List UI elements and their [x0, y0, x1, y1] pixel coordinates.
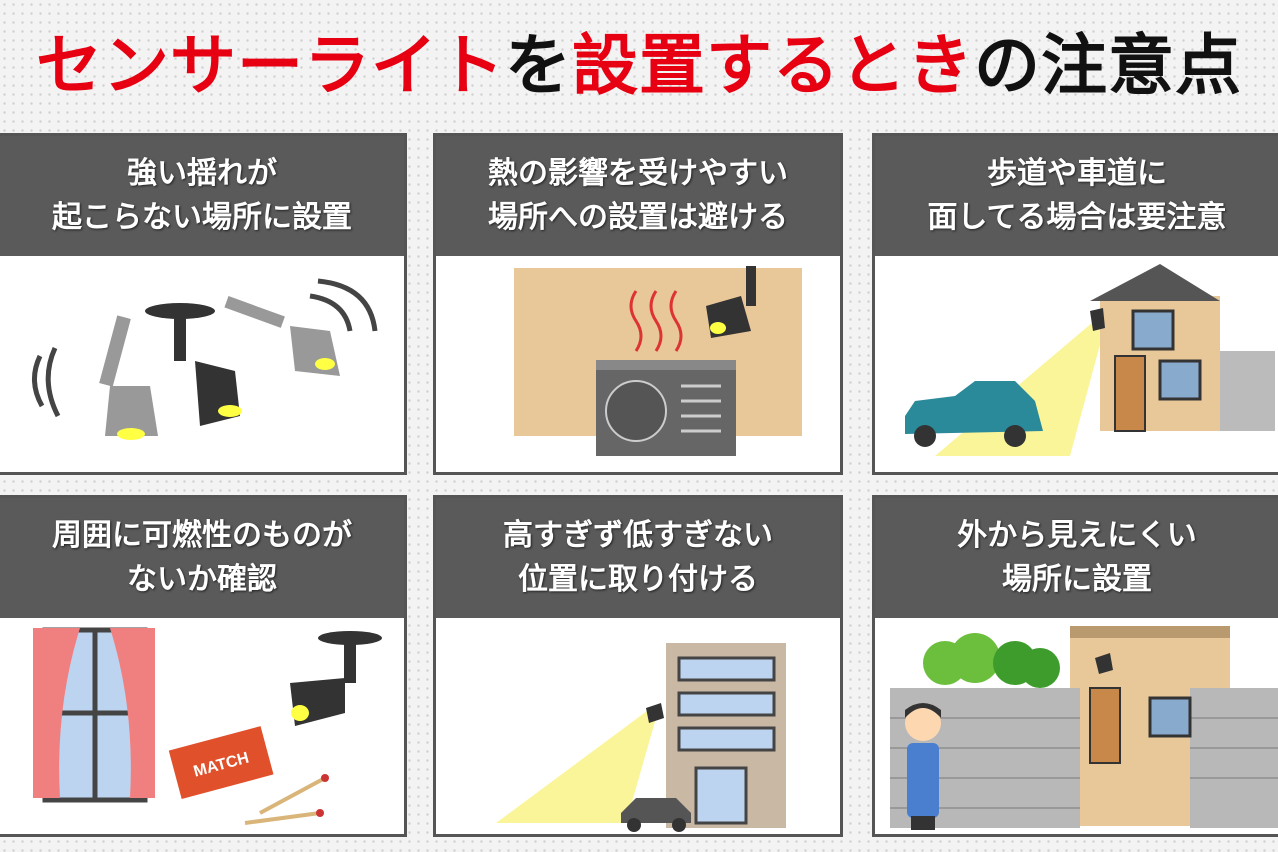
header-line: 場所に設置: [1002, 562, 1152, 597]
shaking-lights-illustration: [32, 278, 378, 440]
page-title: センサーライトを設置するときの注意点: [0, 12, 1278, 108]
header-line: 熱の影響を受けやすい: [488, 156, 788, 191]
header-line: 強い揺れが: [127, 156, 277, 191]
title-part: を: [505, 27, 572, 104]
panel-header: 熱の影響を受けやすい場所への設置は避ける: [436, 136, 840, 256]
panel-header: 高すぎず低すぎない位置に取り付ける: [436, 498, 840, 618]
title-part: 設置するとき: [572, 27, 974, 104]
panel-hidden: 外から見えにくい場所に設置: [872, 495, 1278, 837]
panel-vibration: 強い揺れが起こらない場所に設置: [0, 133, 407, 475]
car-house-illustration: [905, 264, 1275, 456]
curtain-match-illustration: MATCH: [33, 627, 382, 825]
header-line: 歩道や車道に: [987, 156, 1167, 191]
header-line: 外から見えにくい: [957, 518, 1197, 553]
header-line: 面してる場合は要注意: [927, 200, 1227, 235]
header-line: ないか確認: [127, 562, 277, 597]
building-illustration: [496, 643, 786, 832]
panel-header: 周囲に可燃性のものがないか確認: [0, 498, 404, 618]
panel-height: 高すぎず低すぎない位置に取り付ける: [433, 495, 843, 837]
panel-road: 歩道や車道に面してる場合は要注意: [872, 133, 1278, 475]
wall-house-illustration: [890, 626, 1278, 830]
panel-heat: 熱の影響を受けやすい場所への設置は避ける: [433, 133, 843, 475]
air-conditioner-illustration: [514, 266, 802, 456]
header-line: 場所への設置は避ける: [488, 200, 788, 235]
panel-header: 強い揺れが起こらない場所に設置: [0, 136, 404, 256]
header-line: 位置に取り付ける: [518, 562, 758, 597]
panel-flammable: 周囲に可燃性のものがないか確認 MATCH: [0, 495, 407, 837]
header-line: 起こらない場所に設置: [52, 200, 352, 235]
header-line: 高すぎず低すぎない: [503, 518, 773, 553]
panel-header: 外から見えにくい場所に設置: [875, 498, 1278, 618]
header-line: 周囲に可燃性のものが: [52, 518, 352, 553]
title-part: の注意点: [974, 27, 1242, 104]
title-part: センサーライト: [36, 27, 505, 104]
panel-header: 歩道や車道に面してる場合は要注意: [875, 136, 1278, 256]
